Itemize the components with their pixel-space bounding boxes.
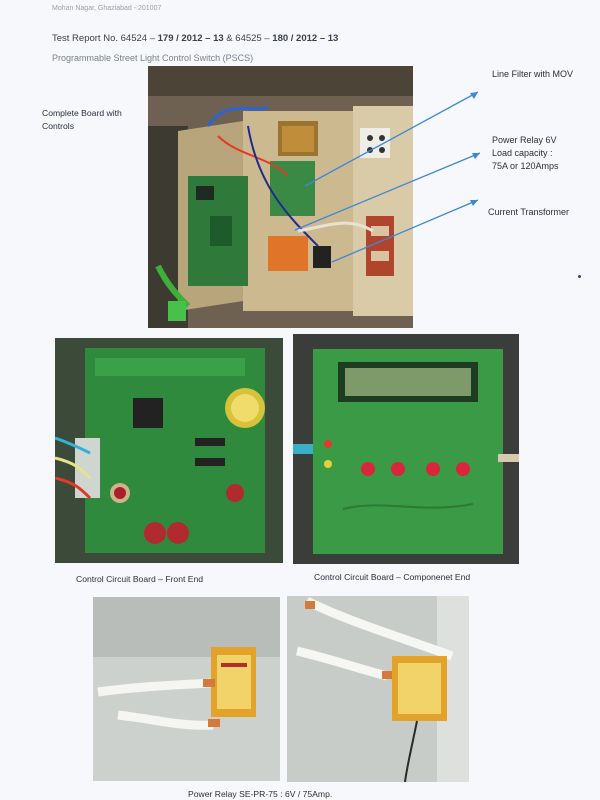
arrow-head-power-relay bbox=[472, 153, 480, 159]
report-number-line: Test Report No. 64524 – 179 / 2012 – 13 … bbox=[52, 33, 338, 44]
arrow-current-transformer bbox=[331, 199, 479, 263]
annotation-current-transformer: Current Transformer bbox=[488, 207, 570, 217]
relay-photo-right bbox=[287, 596, 469, 782]
main-board-photo bbox=[148, 66, 413, 328]
arrow-head-line-filter bbox=[470, 92, 478, 99]
arrow-power-relay bbox=[294, 152, 481, 231]
arrow-head-current-transformer bbox=[470, 200, 478, 206]
front-end-board-photo bbox=[55, 338, 283, 563]
main-photo-caption: Complete Board with Controls bbox=[42, 108, 122, 131]
report-number-1: 179 / 2012 – 13 bbox=[157, 33, 224, 44]
stray-mark bbox=[578, 275, 581, 278]
annotation-power-relay: Power Relay 6V Load capacity : 75A or 12… bbox=[492, 134, 559, 173]
report-number-2: 180 / 2012 – 13 bbox=[272, 33, 339, 44]
product-title: Programmable Street Light Control Switch… bbox=[52, 53, 254, 63]
annotation-line-filter: Line Filter with MOV bbox=[492, 69, 574, 79]
report-mid: & 64525 – bbox=[223, 33, 273, 44]
report-prefix: Test Report No. 64524 – bbox=[52, 33, 158, 44]
relay-photo-left bbox=[93, 597, 280, 781]
annotation-load-values: 75A or 120Amps bbox=[492, 161, 559, 171]
annotation-load-capacity: Load capacity : bbox=[492, 148, 553, 158]
arrow-line-filter bbox=[304, 91, 479, 187]
component-end-board-photo bbox=[293, 334, 519, 564]
relay-caption: Power Relay SE-PR-75 : 6V / 75Amp. bbox=[188, 789, 333, 799]
front-end-caption: Control Circuit Board – Front End bbox=[76, 574, 204, 584]
annotation-power-relay-title: Power Relay 6V bbox=[492, 135, 557, 145]
component-end-caption: Control Circuit Board – Componenet End bbox=[314, 572, 471, 582]
address-line: Mohan Nagar, Ghaziabad - 201007 bbox=[52, 5, 162, 12]
